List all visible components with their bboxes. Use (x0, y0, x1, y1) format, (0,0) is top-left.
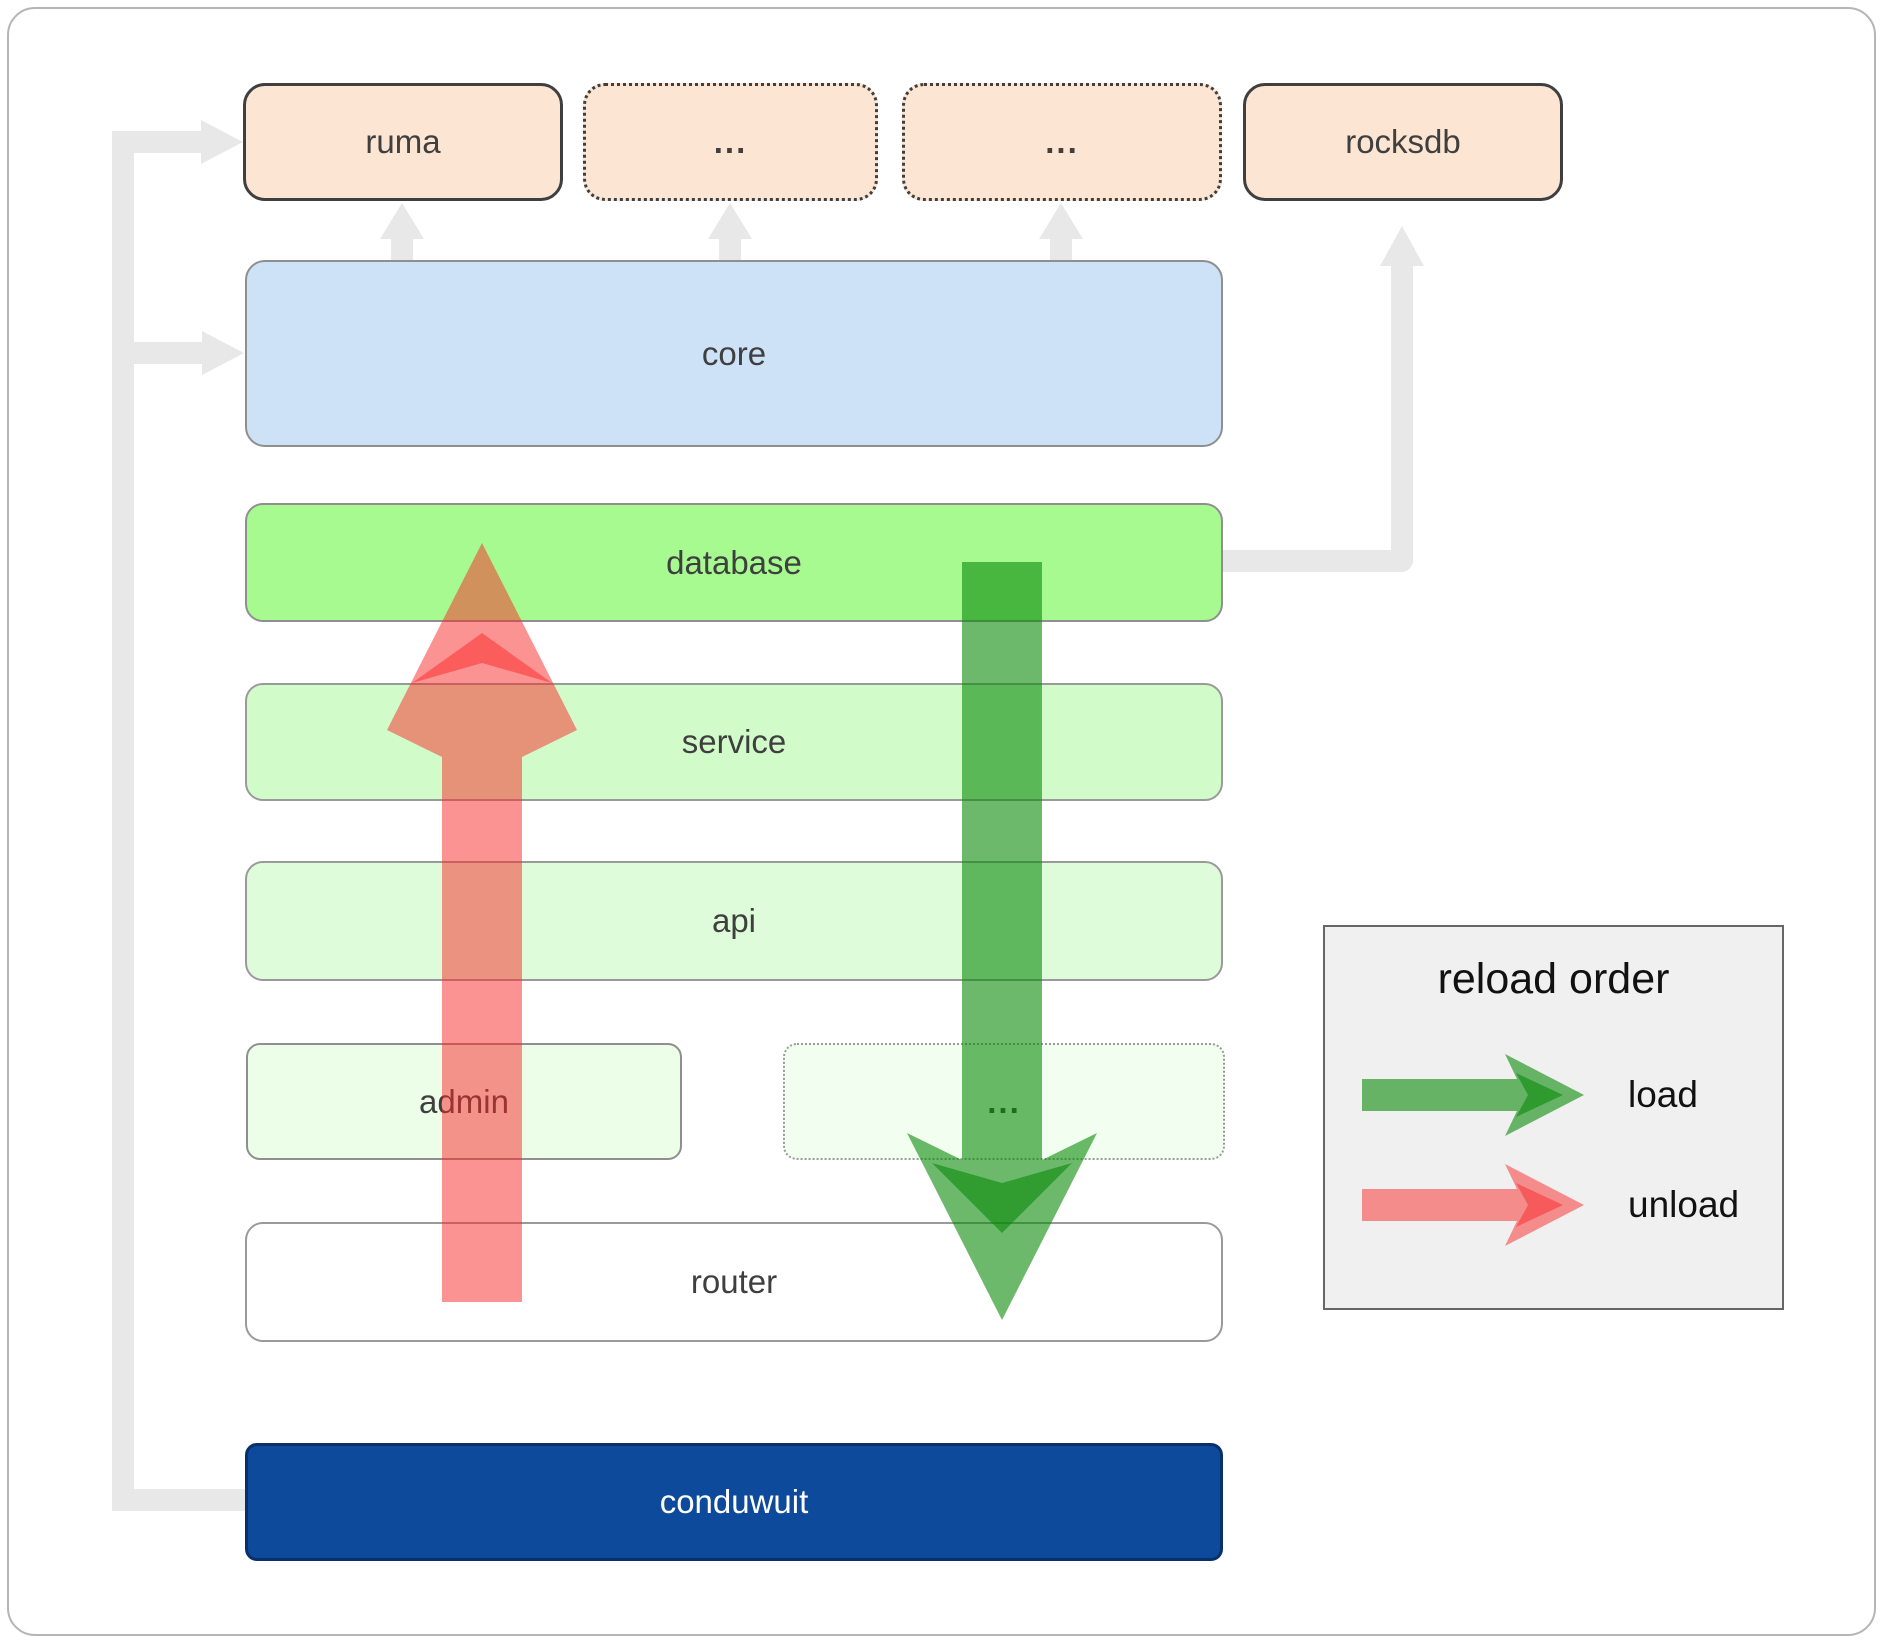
box-core-label: core (701, 334, 767, 372)
box-core: core (245, 260, 1223, 447)
box-conduwuit-label: conduwuit (659, 1483, 809, 1520)
connector-conduwuit-trunk (112, 135, 134, 1511)
legend-title: reload order (1437, 955, 1670, 1003)
box-service: service (245, 683, 1223, 801)
box-ellipsis-top-1: ... (583, 83, 878, 201)
box-ellipsis-top-1-label: ... (713, 123, 748, 160)
box-ellipsis-top-2-label: ... (1045, 123, 1079, 160)
box-database-label: database (666, 543, 802, 581)
legend (1323, 925, 1784, 1310)
legend-unload-label: unload (1628, 1184, 1740, 1225)
connector-core-to-dots-2 (1050, 237, 1072, 262)
arrowhead-up-icon (1380, 226, 1424, 266)
connector-conduwuit-to-ruma (112, 131, 202, 153)
legend-load-label: load (1628, 1074, 1698, 1115)
box-ruma: ruma (243, 83, 563, 201)
box-api-label: api (711, 902, 757, 939)
connector-database-to-rocksdb-vertical (1391, 266, 1413, 572)
connector-conduwuit-stub (112, 1489, 247, 1511)
box-ellipsis-top-2: ... (902, 83, 1222, 201)
box-rocksdb: rocksdb (1243, 83, 1563, 201)
connector-core-to-dots-1 (719, 237, 741, 262)
box-rocksdb-label: rocksdb (1345, 123, 1461, 160)
box-api: api (245, 861, 1223, 981)
box-ruma-label: ruma (365, 123, 441, 160)
arrowhead-up-icon (1039, 203, 1083, 239)
arrowhead-up-icon (708, 203, 752, 239)
box-router: router (245, 1222, 1223, 1342)
arrowhead-right-icon (201, 120, 243, 164)
box-database: database (245, 503, 1223, 622)
box-router-label: router (690, 1263, 778, 1300)
diagram-frame (7, 7, 1876, 1636)
arrowhead-up-icon (380, 203, 424, 239)
connector-conduwuit-to-core (112, 342, 204, 364)
connector-database-to-rocksdb-horizontal (1223, 550, 1413, 572)
box-conduwuit: conduwuit (245, 1443, 1223, 1561)
arrowhead-right-icon (202, 331, 244, 375)
connector-core-to-ruma (391, 237, 413, 262)
box-service-label: service (681, 723, 787, 760)
